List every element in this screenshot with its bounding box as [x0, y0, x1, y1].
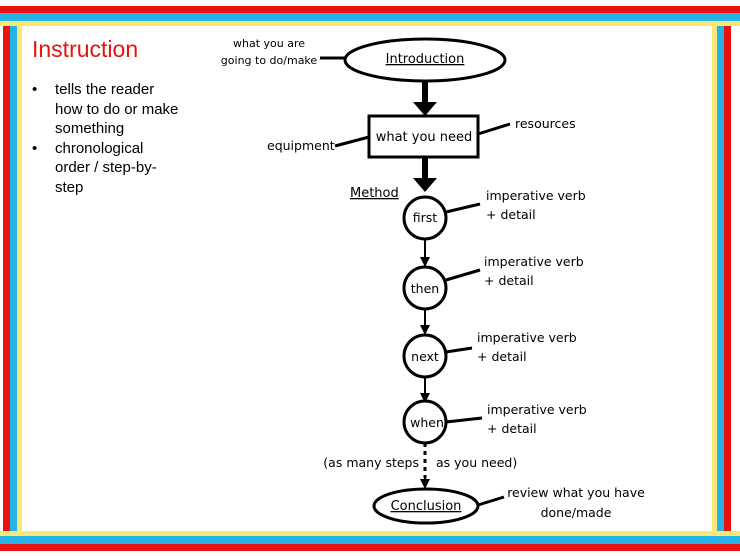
step-label: then: [411, 281, 439, 296]
frame-left-blue: [10, 26, 17, 531]
step-note-line1: imperative verb: [484, 254, 584, 269]
conclusion-ellipse: [372, 487, 480, 525]
step-note-line2: + detail: [477, 349, 527, 364]
conclusion-note-line1: review what you have: [507, 485, 645, 500]
resources-connector: [477, 122, 511, 136]
bullet-list: • tells the reader how to do or make some…: [32, 80, 182, 197]
frame-left-yellow: [17, 26, 22, 531]
frame-right-blue: [717, 26, 724, 531]
step-label: next: [411, 349, 439, 364]
step-note-connector: [445, 416, 483, 424]
bullet-marker: •: [32, 139, 38, 157]
equipment-label: equipment: [267, 138, 335, 153]
step-note-connector: [445, 268, 481, 282]
frame-left-red: [3, 26, 10, 531]
step-note-line2: + detail: [486, 207, 536, 222]
bullet-text: tells the reader how to do or make somet…: [55, 81, 179, 137]
many-steps-right: as you need): [436, 455, 517, 470]
frame-right-red: [724, 26, 731, 531]
method-label: Method: [350, 186, 399, 201]
step-note-connector: [445, 346, 473, 354]
step-label: first: [413, 210, 438, 225]
step-note-line1: imperative verb: [486, 188, 586, 203]
frame-bottom-yellow: [0, 531, 740, 536]
step-note-line1: imperative verb: [487, 402, 587, 417]
bullet-item: • chronological order / step-by-step: [32, 139, 182, 198]
step-note-line1: imperative verb: [477, 330, 577, 345]
intro-note-line2: going to do/make: [221, 54, 318, 67]
frame-bottom-red: [0, 544, 740, 551]
equipment-connector: [334, 135, 370, 148]
slide-title: Instruction: [32, 36, 139, 62]
intro-note-line1: what you are: [233, 37, 305, 50]
frame-right-yellow: [712, 26, 717, 531]
resources-label: resources: [515, 116, 576, 131]
conclusion-label: Conclusion: [391, 499, 462, 514]
frame-top-red: [0, 6, 740, 13]
frame-bottom-blue: [0, 536, 740, 544]
arrow-head: [413, 102, 437, 116]
arrow-head: [413, 178, 437, 192]
what-you-need-label: what you need: [376, 130, 473, 145]
frame-top-yellow: [0, 21, 740, 26]
bullet-text: chronological order / step-by-step: [55, 139, 157, 196]
step-label: when: [410, 415, 444, 430]
introduction-label: Introduction: [386, 52, 465, 67]
slide-canvas: [22, 26, 712, 531]
frame-top-blue: [0, 13, 740, 21]
conclusion-note-connector: [477, 495, 505, 507]
step-note-line2: + detail: [487, 421, 537, 436]
step-note-connector: [445, 202, 481, 214]
step-note-line2: + detail: [484, 273, 534, 288]
what-you-need-box: [367, 114, 480, 159]
many-steps-left: (as many steps: [323, 455, 419, 470]
conclusion-note-line2: done/made: [541, 505, 612, 520]
bullet-item: • tells the reader how to do or make some…: [32, 80, 182, 139]
bullet-marker: •: [32, 81, 38, 98]
